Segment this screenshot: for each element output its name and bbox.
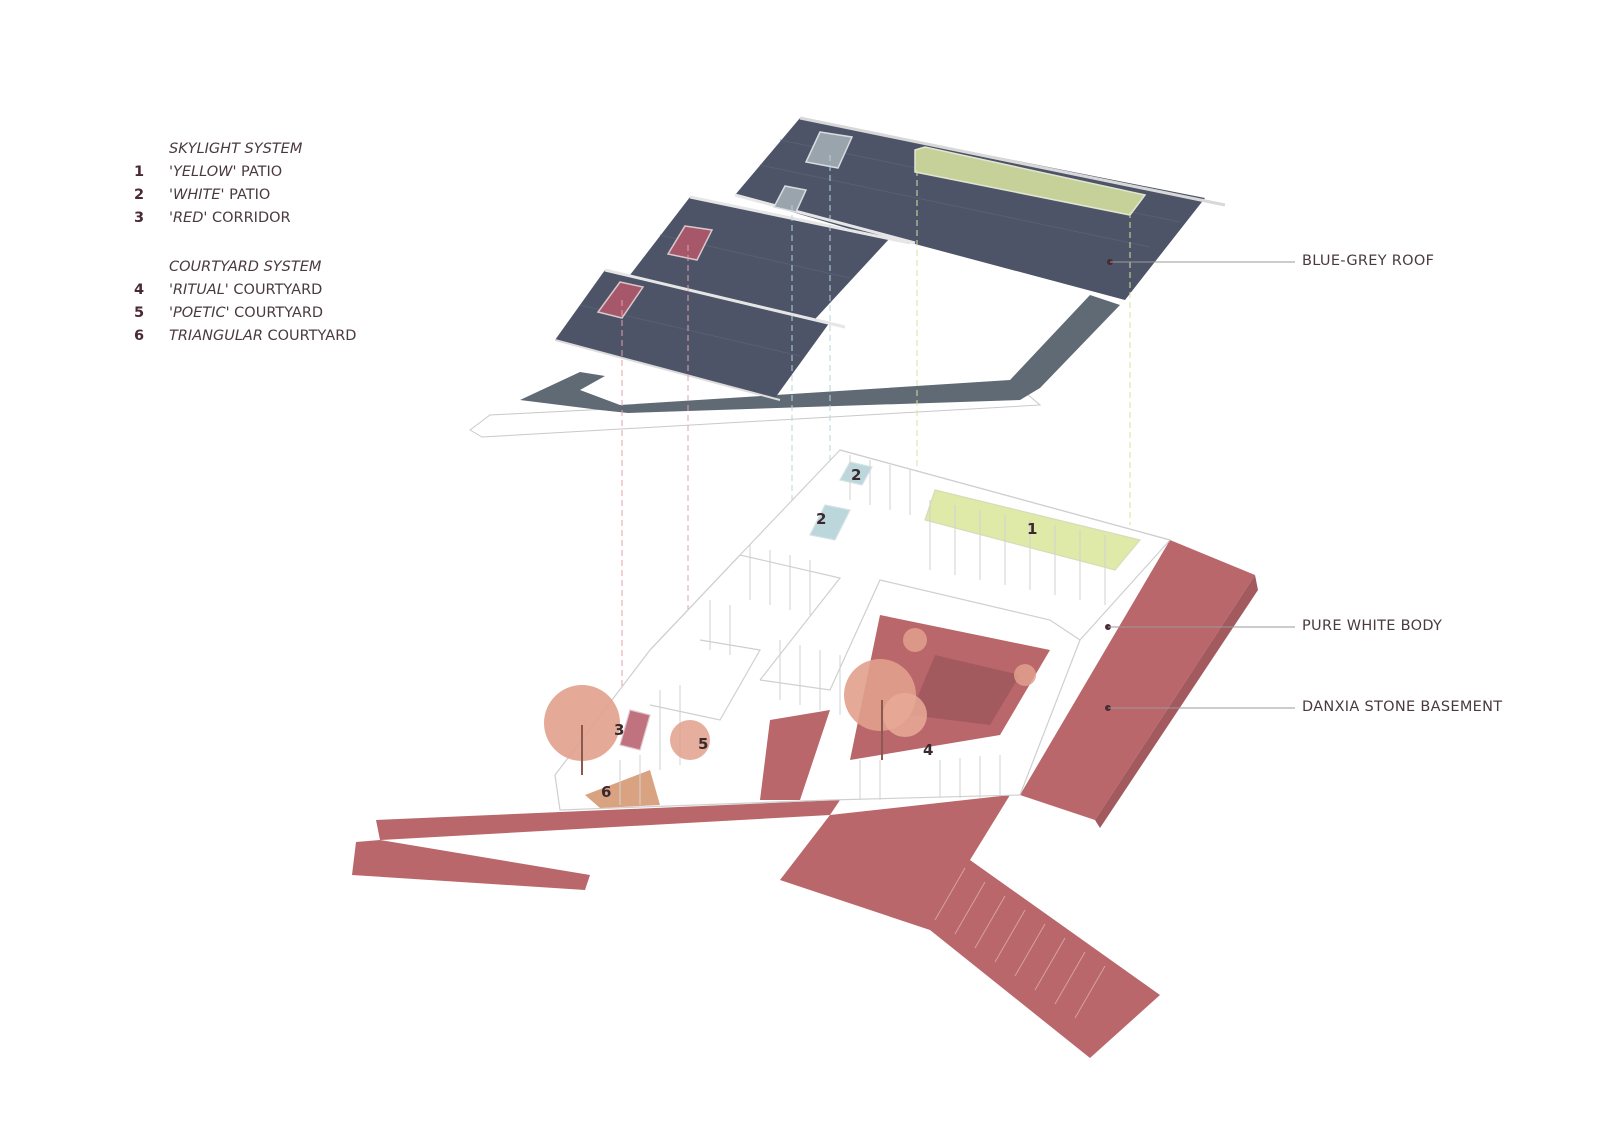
ritual-courtyard-platform <box>910 655 1020 725</box>
callout-pure-white-body: PURE WHITE BODY <box>1302 618 1443 634</box>
legend: SKYLIGHT SYSTEM 1 'YELLOW' PATIO 2 'WHITE'… <box>134 138 356 348</box>
callout-danxia-stone-basement: DANXIA STONE BASEMENT <box>1302 699 1503 715</box>
legend-rest: COURTYARD <box>229 305 324 321</box>
roof-slab-middle-edge <box>689 195 911 245</box>
number-markers: 1 2 2 3 4 5 6 <box>601 466 1037 801</box>
legend-rest: COURTYARD <box>262 328 357 344</box>
projection-lines <box>621 155 1131 725</box>
triangular-courtyard-floor <box>585 770 660 808</box>
legend-em: 'WHITE' <box>169 187 225 203</box>
tree-ritual-courtyard-b <box>883 693 927 737</box>
legend-em: 'POETIC' <box>169 305 230 321</box>
marker-5: 5 <box>698 735 708 753</box>
skylight-system-heading: SKYLIGHT SYSTEM <box>169 141 303 157</box>
legend-num: 6 <box>134 328 145 344</box>
tree-inner-small-b <box>1014 664 1036 686</box>
legend-rest: PATIO <box>224 187 271 203</box>
roof-layer <box>469 116 1226 438</box>
roof-front-edge <box>734 193 916 245</box>
marker-4: 4 <box>923 741 933 759</box>
roof-slab-lower-edge <box>554 339 781 401</box>
legend-item-5: 5 'POETIC' COURTYARD <box>134 302 356 325</box>
corridor-floor <box>760 710 830 800</box>
legend-em: TRIANGULAR <box>169 328 263 344</box>
legend-em: 'RITUAL' <box>169 282 229 298</box>
roof-gutter-band <box>520 295 1120 413</box>
roof-skylight-yellow <box>914 146 1147 216</box>
callout-leaders <box>1105 259 1295 711</box>
roof-skylight-red-b <box>596 281 645 319</box>
stone-stair-treads <box>934 867 1106 1019</box>
stone-forecourt <box>780 795 1160 1058</box>
white-patio-b <box>809 504 851 541</box>
white-body-layer <box>554 449 1172 811</box>
stone-ramp-upper <box>376 800 840 840</box>
tree-poetic-courtyard <box>670 720 710 760</box>
roof-skylight-white-b <box>772 185 808 213</box>
stone-plinth-right <box>1020 540 1255 820</box>
courtyard-system-heading: COURTYARD SYSTEM <box>169 259 322 275</box>
white-patio-a <box>839 461 873 486</box>
callout-blue-grey-roof: BLUE-GREY ROOF <box>1302 253 1435 269</box>
roof-skylight-white-a <box>804 131 854 169</box>
legend-rest: PATIO <box>236 164 283 180</box>
basement-layer <box>352 540 1258 1058</box>
marker-2-lower: 2 <box>816 510 826 528</box>
legend-num: 5 <box>134 305 145 321</box>
yellow-patio <box>924 489 1142 571</box>
legend-num: 4 <box>134 282 145 298</box>
legend-item-2: 2 'WHITE' PATIO <box>134 184 356 207</box>
marker-2-upper: 2 <box>851 466 861 484</box>
red-corridor-patio <box>619 709 651 751</box>
roof-slab-front-edge <box>604 268 846 329</box>
legend-item-1: 1 'YELLOW' PATIO <box>134 161 356 184</box>
legend-num: 1 <box>134 164 145 180</box>
legend-rest: COURTYARD <box>228 282 323 298</box>
trees <box>544 628 1036 775</box>
legend-num: 2 <box>134 187 145 203</box>
legend-em: 'RED' <box>169 210 208 226</box>
stone-ramp-lower <box>352 840 590 890</box>
stone-plinth-right-side <box>1095 575 1258 828</box>
legend-item-3: 3 'RED' CORRIDOR <box>134 207 356 230</box>
legend-rest: CORRIDOR <box>207 210 291 226</box>
roof-ridge-edge <box>799 116 1226 207</box>
legend-item-6: 6 TRIANGULAR COURTYARD <box>134 325 356 348</box>
marker-6: 6 <box>601 783 611 801</box>
body-inner-walls <box>649 449 1171 721</box>
tree-triangular-courtyard <box>544 685 620 761</box>
marker-1: 1 <box>1027 520 1037 538</box>
marker-3: 3 <box>614 721 624 739</box>
roof-skylight-red-a <box>666 225 714 261</box>
body-columns <box>619 455 1106 805</box>
legend-em: 'YELLOW' <box>169 164 237 180</box>
tree-inner-small-a <box>903 628 927 652</box>
legend-num: 3 <box>134 210 145 226</box>
legend-item-4: 4 'RITUAL' COURTYARD <box>134 279 356 302</box>
